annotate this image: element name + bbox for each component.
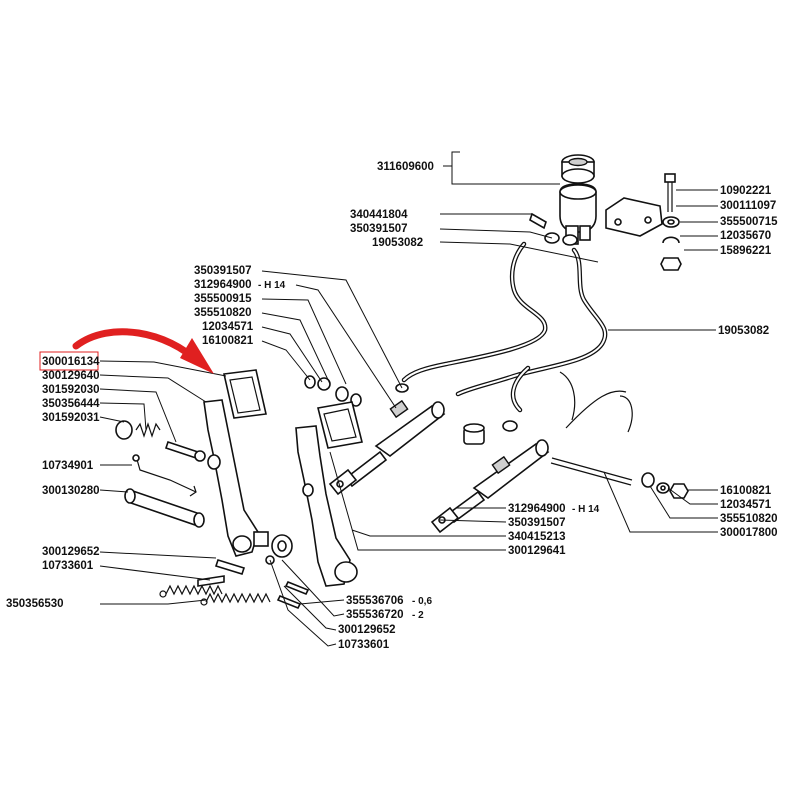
label-19053082-b: 19053082 xyxy=(718,325,769,337)
label-340441804: 340441804 xyxy=(350,209,408,221)
leader-lines xyxy=(99,151,718,647)
label-301592031: 301592031 xyxy=(42,412,100,424)
label-312964900-b-suffix: - H 14 xyxy=(572,504,600,515)
return-spring-left xyxy=(115,420,161,440)
label-355536720: 355536720 xyxy=(346,609,404,621)
pedal-arm-left xyxy=(203,399,269,557)
label-350391507-b: 350391507 xyxy=(194,265,252,277)
reservoir-bracket xyxy=(605,197,663,237)
master-cylinder-upper xyxy=(328,383,446,496)
label-350356444: 350356444 xyxy=(42,398,100,410)
bushing xyxy=(463,423,485,445)
label-12034571-a: 12034571 xyxy=(202,321,254,333)
label-10733601-a: 10733601 xyxy=(42,560,94,572)
label-15896221: 15896221 xyxy=(720,245,772,257)
label-300111097: 300111097 xyxy=(720,200,776,212)
label-12035670: 12035670 xyxy=(720,230,771,242)
label-355536706: 355536706 xyxy=(346,595,404,607)
label-312964900-b: 312964900 xyxy=(508,503,566,515)
label-300016134: 300016134 xyxy=(42,356,100,368)
label-12034571-b: 12034571 xyxy=(720,499,772,511)
highlight-arrow xyxy=(72,328,214,374)
label-340415213: 340415213 xyxy=(508,531,566,543)
label-355500915: 355500915 xyxy=(194,293,252,305)
pivot-pin xyxy=(164,440,206,462)
label-355536706-suffix: - 0,6 xyxy=(412,596,432,607)
fluid-reservoir xyxy=(559,154,597,245)
label-300130280: 300130280 xyxy=(42,485,100,497)
label-355510820-a: 355510820 xyxy=(194,307,252,319)
pedal-pad-left xyxy=(223,369,267,419)
label-300017800: 300017800 xyxy=(720,527,778,539)
label-350356530: 350356530 xyxy=(6,598,64,610)
parts-artwork xyxy=(115,154,689,610)
master-cylinder-lower xyxy=(430,420,550,534)
label-300129641: 300129641 xyxy=(508,545,566,557)
hose-left xyxy=(401,241,548,383)
label-311609600: 311609600 xyxy=(377,161,434,173)
pedal-arm-right xyxy=(295,425,358,587)
label-300129652-a: 300129652 xyxy=(42,546,100,558)
label-355500715: 355500715 xyxy=(720,216,778,228)
label-16100821-a: 16100821 xyxy=(202,335,254,347)
label-355536720-suffix: - 2 xyxy=(412,610,424,621)
highlight-box xyxy=(39,351,99,371)
part-number-labels: 311609600 340441804 350391507 19053082 1… xyxy=(6,161,778,651)
label-300129652-b: 300129652 xyxy=(338,624,396,636)
label-350391507-a: 350391507 xyxy=(350,223,408,235)
label-19053082-a: 19053082 xyxy=(372,237,423,249)
label-10733601-b: 10733601 xyxy=(338,639,390,651)
center-bush xyxy=(265,534,293,565)
label-350391507-c: 350391507 xyxy=(508,517,566,529)
bolt-stack xyxy=(660,173,682,271)
label-312964900-a: 312964900 xyxy=(194,279,252,291)
label-10902221: 10902221 xyxy=(720,185,772,197)
label-312964900-a-suffix: - H 14 xyxy=(258,280,286,291)
pivot-shaft xyxy=(124,488,205,528)
label-10734901: 10734901 xyxy=(42,460,94,472)
label-355510820-b: 355510820 xyxy=(720,513,778,525)
thin-tubes xyxy=(559,371,633,433)
label-301592030: 301592030 xyxy=(42,384,100,396)
pedal-pad-right xyxy=(317,401,363,449)
tension-springs xyxy=(159,584,271,606)
lower-pins xyxy=(197,559,310,610)
label-300129640: 300129640 xyxy=(42,370,100,382)
hose-right xyxy=(455,247,608,413)
label-16100821-b: 16100821 xyxy=(720,485,772,497)
clip xyxy=(132,454,197,497)
long-stud xyxy=(550,457,689,499)
